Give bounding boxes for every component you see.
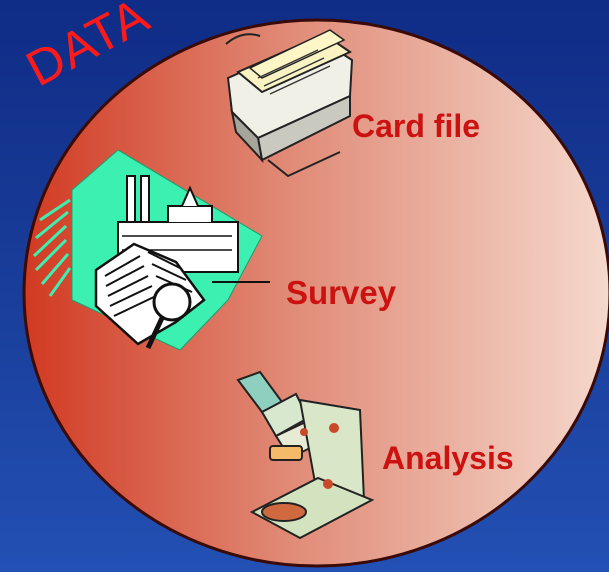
factory-survey-icon [32, 149, 270, 351]
card-file-label: Card file [352, 108, 481, 144]
card-file-box-icon [225, 29, 354, 178]
survey-label: Survey [286, 274, 397, 311]
data-circle [22, 18, 609, 568]
microscope-icon [236, 370, 375, 540]
analysis-label: Analysis [382, 440, 514, 476]
